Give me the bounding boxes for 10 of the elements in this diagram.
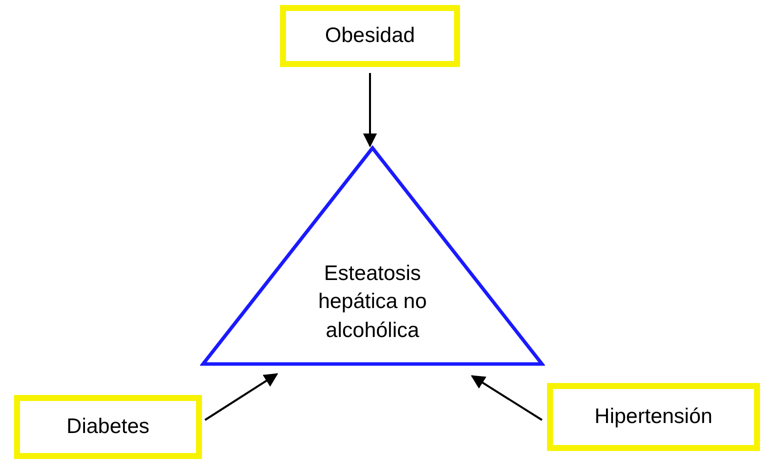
node-label: Hipertensión: [594, 404, 712, 430]
node-label: Esteatosis hepática no alcohólica: [317, 260, 428, 344]
node-label: Diabetes: [66, 414, 150, 440]
process-box: [14, 395, 202, 459]
arrow: [363, 73, 377, 148]
process-box: [280, 5, 460, 67]
node-label: Obesidad: [325, 22, 415, 49]
arrow: [470, 375, 543, 421]
arrow: [204, 373, 278, 421]
process-box: [547, 383, 760, 451]
